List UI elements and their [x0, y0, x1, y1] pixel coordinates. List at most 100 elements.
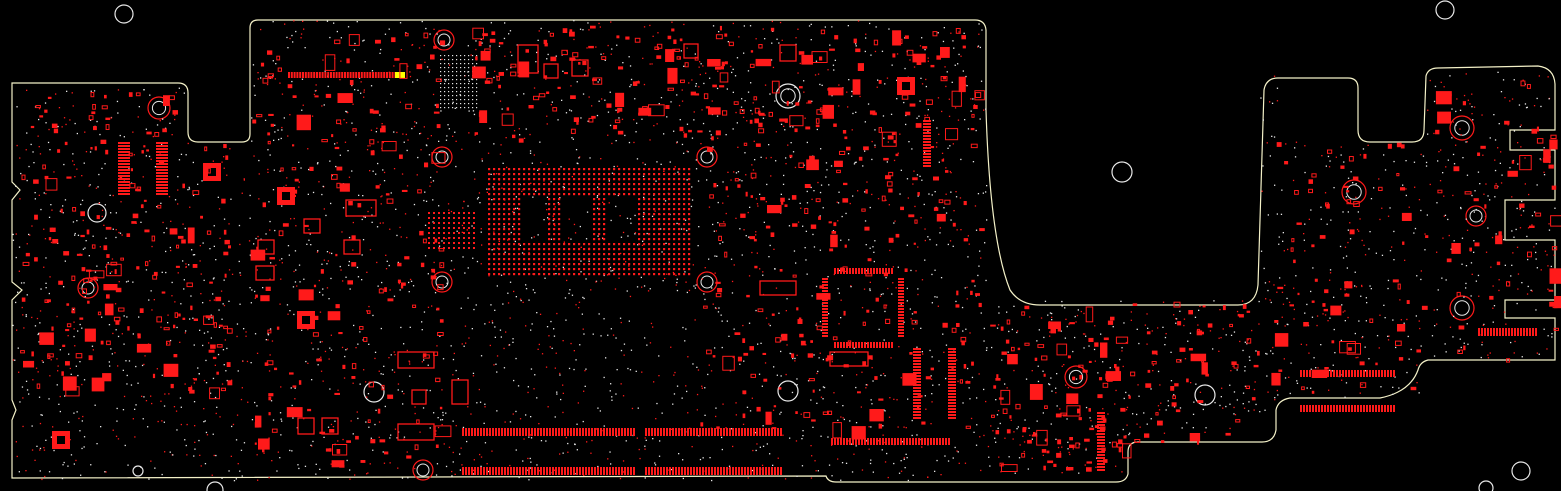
via — [235, 478, 237, 480]
via — [377, 285, 379, 287]
via — [292, 286, 295, 288]
via — [53, 449, 55, 452]
via — [345, 110, 347, 113]
via — [280, 278, 282, 280]
via — [1074, 336, 1076, 339]
via — [321, 193, 323, 196]
bga-ball — [553, 183, 556, 186]
dimm-pin — [597, 428, 599, 436]
via — [1049, 335, 1051, 337]
via — [600, 280, 602, 282]
via — [299, 281, 301, 283]
via — [693, 119, 695, 121]
bga-ball — [678, 193, 681, 196]
via — [999, 422, 1001, 425]
via — [1175, 318, 1177, 320]
via — [576, 449, 578, 451]
via — [556, 312, 558, 315]
via — [366, 473, 368, 475]
via — [37, 371, 39, 373]
via — [188, 186, 190, 189]
via — [419, 133, 421, 135]
via — [132, 131, 134, 133]
bga-ball — [493, 198, 496, 201]
dimm-pin — [570, 467, 572, 475]
via — [133, 154, 135, 156]
via — [36, 445, 38, 447]
via — [977, 45, 980, 47]
via — [775, 131, 777, 133]
dimm-pin — [621, 428, 623, 436]
via — [406, 185, 409, 187]
via — [1269, 155, 1271, 157]
via — [452, 79, 454, 81]
via — [76, 411, 78, 413]
via — [435, 474, 438, 476]
via — [1266, 142, 1268, 144]
bga-ball — [658, 193, 661, 196]
bga-ball — [493, 233, 496, 236]
via — [107, 262, 109, 264]
via — [26, 389, 29, 391]
connector-pin — [870, 438, 872, 445]
via — [126, 383, 128, 385]
via — [912, 183, 914, 185]
bga-ball — [548, 258, 551, 261]
via — [367, 393, 370, 395]
via — [1222, 407, 1224, 409]
via — [322, 185, 324, 188]
bga-ball — [508, 248, 511, 251]
via — [444, 80, 447, 82]
via — [493, 231, 495, 233]
via — [1533, 246, 1535, 248]
bga-ball — [463, 232, 465, 234]
via — [340, 269, 342, 271]
via — [221, 477, 223, 479]
via — [310, 342, 313, 344]
via — [950, 32, 952, 34]
via — [616, 44, 618, 46]
via — [156, 368, 158, 370]
via — [697, 180, 700, 182]
via — [1472, 119, 1474, 121]
bga-ball — [508, 188, 511, 191]
via — [1008, 330, 1010, 333]
via — [965, 328, 967, 330]
bga-ball — [578, 248, 581, 251]
via — [1247, 339, 1249, 341]
via — [698, 435, 700, 437]
via — [756, 252, 758, 254]
via — [566, 279, 568, 282]
connector-pin — [888, 438, 890, 445]
via — [397, 261, 399, 264]
bga-ball — [658, 188, 661, 191]
via — [557, 119, 559, 121]
via — [121, 234, 123, 236]
via — [385, 102, 388, 104]
via — [710, 153, 712, 155]
via — [366, 149, 369, 151]
via — [310, 444, 312, 446]
via — [117, 89, 120, 91]
via — [173, 406, 176, 408]
via — [269, 229, 271, 231]
via — [670, 346, 672, 348]
via — [18, 471, 20, 473]
via — [884, 461, 887, 463]
via — [379, 114, 381, 116]
via — [539, 470, 541, 472]
bga-ball — [663, 248, 666, 251]
via — [719, 243, 721, 245]
bga-ball — [653, 188, 656, 191]
via — [28, 393, 30, 395]
via — [906, 244, 908, 246]
via — [869, 247, 871, 249]
bga-ball — [563, 173, 566, 176]
bga-ball — [618, 168, 621, 171]
bga-ball — [548, 238, 551, 241]
via — [622, 395, 625, 397]
via — [586, 441, 588, 443]
via — [480, 355, 483, 357]
via — [394, 428, 397, 430]
